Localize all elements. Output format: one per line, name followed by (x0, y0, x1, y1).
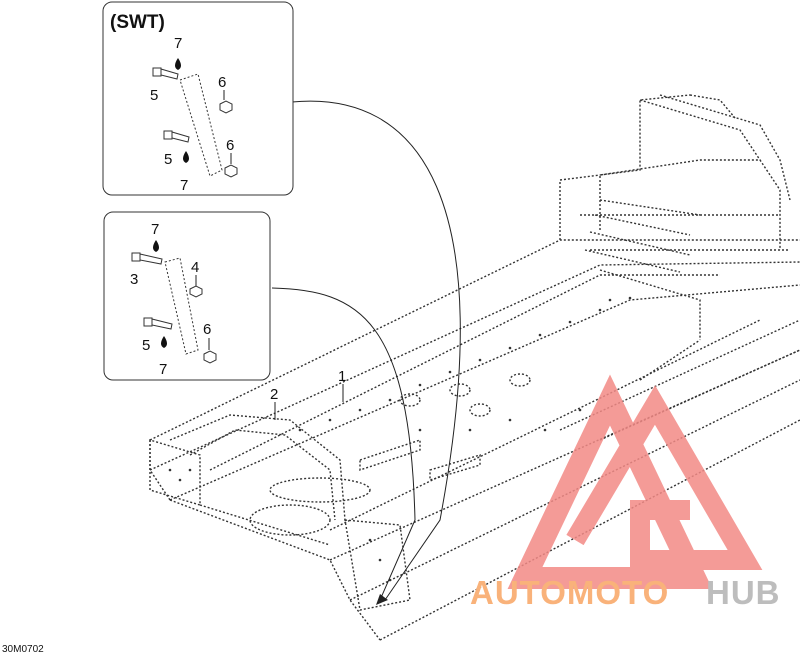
nut-icon (219, 100, 238, 178)
watermark-logo (507, 374, 763, 589)
svg-text:7: 7 (151, 221, 159, 238)
bolt-icon (152, 67, 190, 143)
svg-text:5: 5 (150, 87, 158, 104)
inset-bottom: 7 3 4 5 6 7 (103, 211, 271, 381)
leader-arrowhead (376, 594, 388, 605)
svg-text:6: 6 (203, 321, 211, 338)
svg-text:1: 1 (338, 368, 346, 385)
threadlocker-drop-icon (161, 336, 167, 348)
svg-text:7: 7 (180, 177, 188, 194)
svg-text:3: 3 (130, 271, 138, 288)
bolt-icon (131, 252, 173, 330)
leader-lines (271, 100, 461, 601)
svg-text:AUTOMOTO: AUTOMOTO (470, 574, 669, 611)
bracket-strap (164, 257, 199, 355)
svg-text:5: 5 (164, 151, 172, 168)
svg-text:6: 6 (218, 74, 226, 91)
threadlocker-drop-icon (183, 151, 189, 163)
threadlocker-drop-icon (153, 240, 159, 252)
svg-text:5: 5 (142, 337, 150, 354)
svg-text:6: 6 (226, 137, 234, 154)
inset-top-title: (SWT) (110, 12, 165, 33)
main-callout-2: 2 (270, 386, 278, 420)
bracket-strap (179, 73, 223, 177)
svg-text:7: 7 (159, 361, 167, 378)
svg-text:HUB: HUB (706, 574, 781, 611)
threadlocker-drop-icon (175, 58, 181, 70)
svg-text:4: 4 (191, 259, 199, 276)
inset-top: (SWT) 7 5 6 5 6 7 (102, 1, 294, 196)
rivet-dots (168, 296, 632, 582)
svg-text:2: 2 (270, 386, 278, 403)
nut-icon (189, 285, 217, 364)
watermark-text: AUTOMOTO HUB (470, 574, 781, 611)
svg-text:7: 7 (174, 35, 182, 52)
main-callout-1: 1 (338, 368, 346, 402)
drawing-code: 30M0702 (2, 644, 44, 655)
